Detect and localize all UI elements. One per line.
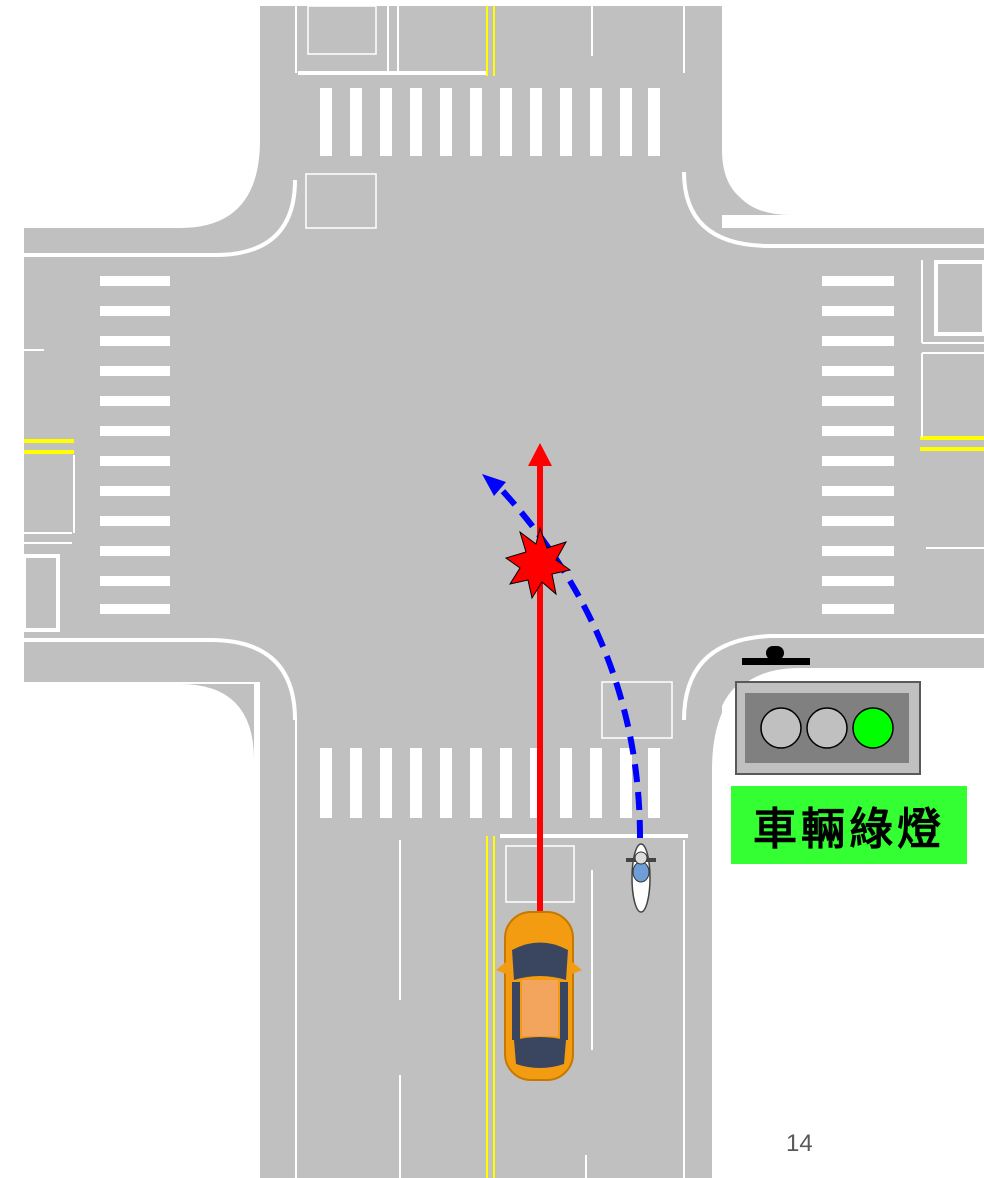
green-light (852, 707, 894, 749)
crosswalk-north (320, 88, 660, 156)
car-icon (496, 911, 582, 1081)
yellow-light (806, 707, 848, 749)
scooter-path-arrow (482, 474, 643, 839)
crosswalk-east (822, 276, 894, 614)
red-light (760, 707, 802, 749)
signal-status-label: 車輛綠燈 (731, 786, 967, 864)
traffic-signal (735, 646, 921, 775)
scooter-icon (626, 843, 656, 913)
curb-lines (24, 71, 984, 838)
collision-icon (504, 526, 572, 600)
page-number: 14 (786, 1130, 813, 1157)
center-lines (24, 6, 984, 1178)
lane-dividers (24, 6, 984, 1178)
crosswalk-west (100, 276, 170, 614)
stop-boxes (22, 5, 984, 903)
road-surface (24, 6, 984, 1178)
